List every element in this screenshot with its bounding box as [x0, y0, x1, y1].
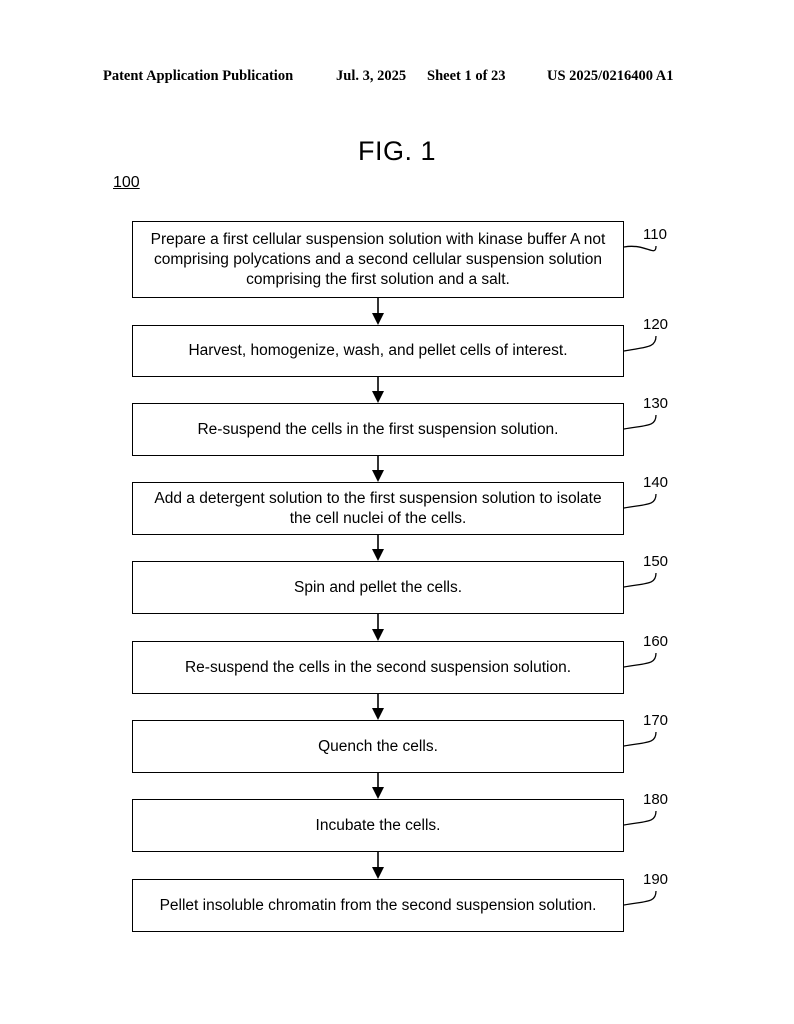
- step-box-120: Harvest, homogenize, wash, and pellet ce…: [132, 325, 624, 377]
- leader-line: [623, 335, 657, 352]
- step-ref-160: 160: [643, 633, 669, 650]
- leader-line: [623, 493, 657, 509]
- flow-arrow: [372, 456, 384, 482]
- reference-leader-lines: [623, 245, 657, 906]
- publication-type: Patent Application Publication: [103, 68, 294, 84]
- publication-date: Jul. 3, 2025: [336, 68, 407, 84]
- leader-line: [623, 810, 657, 826]
- step-ref-180: 180: [643, 791, 669, 808]
- figure-title: FIG. 1: [357, 136, 436, 166]
- step-ref-150: 150: [643, 553, 669, 570]
- step-box-150: Spin and pellet the cells.: [132, 561, 624, 614]
- step-ref-130: 130: [643, 395, 669, 412]
- leader-line: [623, 414, 657, 430]
- leader-line: [623, 652, 657, 668]
- step-box-140: Add a detergent solution to the first su…: [132, 482, 624, 535]
- page-header: Patent Application Publication Jul. 3, 2…: [0, 68, 794, 88]
- leader-line: [623, 245, 657, 252]
- flow-arrow: [372, 377, 384, 403]
- step-box-170: Quench the cells.: [132, 720, 624, 773]
- step-ref-140: 140: [643, 474, 669, 491]
- step-box-190: Pellet insoluble chromatin from the seco…: [132, 879, 624, 932]
- step-ref-170: 170: [643, 712, 669, 729]
- flow-arrow: [372, 852, 384, 879]
- leader-line: [623, 731, 657, 747]
- flow-arrow: [372, 773, 384, 799]
- flow-arrow: [372, 535, 384, 561]
- publication-number: US 2025/0216400 A1: [547, 68, 674, 84]
- flow-arrow: [372, 614, 384, 641]
- step-ref-190: 190: [643, 871, 669, 888]
- step-box-160: Re-suspend the cells in the second suspe…: [132, 641, 624, 694]
- step-ref-110: 110: [643, 226, 667, 243]
- step-box-180: Incubate the cells.: [132, 799, 624, 852]
- step-box-110: Prepare a first cellular suspension solu…: [132, 221, 624, 298]
- step-ref-120: 120: [643, 316, 669, 333]
- flowchart-reference-number: 100: [113, 174, 140, 191]
- flow-arrow: [372, 694, 384, 720]
- step-box-130: Re-suspend the cells in the first suspen…: [132, 403, 624, 456]
- flow-arrows: [372, 298, 384, 879]
- leader-line: [623, 890, 657, 906]
- sheet-number: Sheet 1 of 23: [427, 68, 506, 84]
- leader-line: [623, 572, 657, 588]
- flow-arrow: [372, 298, 384, 325]
